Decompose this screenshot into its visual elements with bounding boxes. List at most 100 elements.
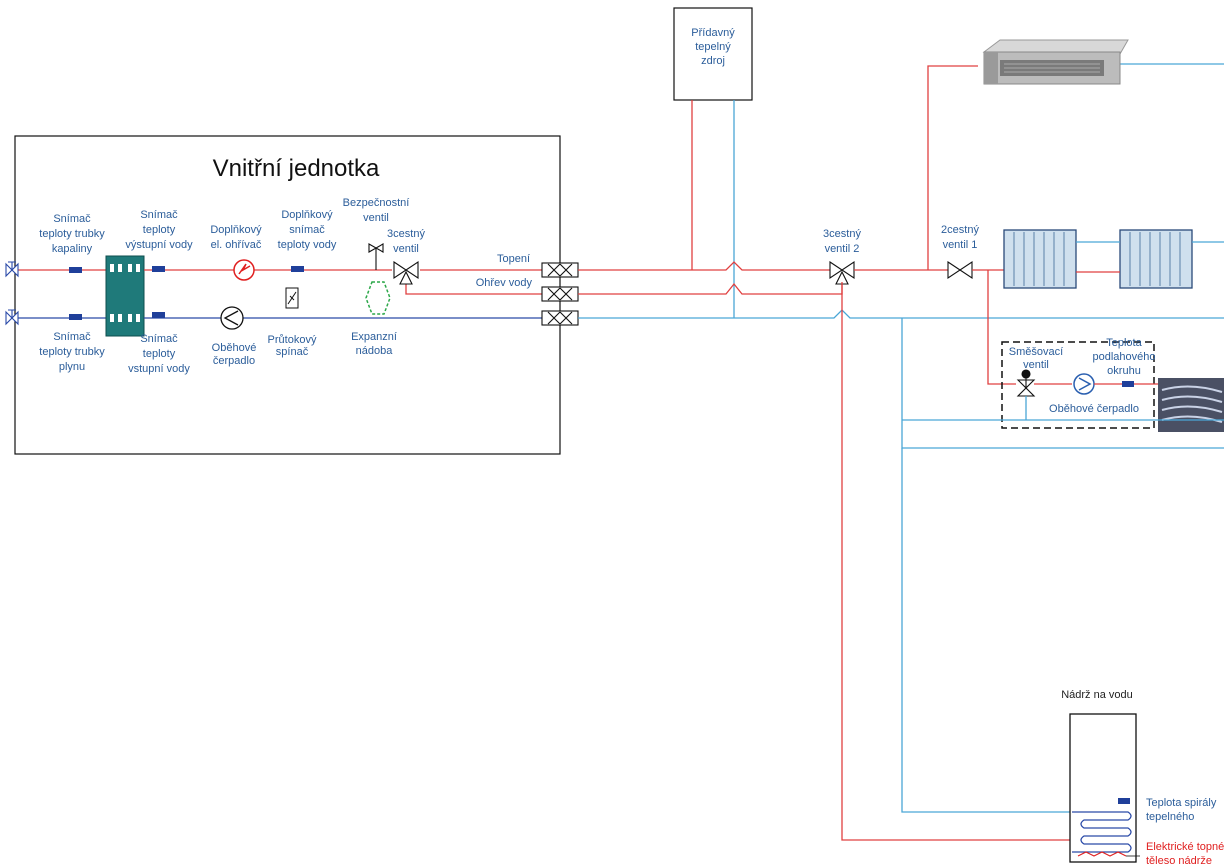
label-tank-heater: Elektrické topné těleso nádrže <box>1146 841 1224 864</box>
svg-text:Směšovací: Směšovací <box>1009 346 1063 358</box>
svg-text:Průtokový: Průtokový <box>268 334 317 346</box>
svg-text:snímač: snímač <box>289 224 325 236</box>
label-3way-valve: 3cestný ventil <box>387 228 425 255</box>
label-flow-switch: Průtokový spínač <box>268 334 317 358</box>
two-way-valve-1-icon <box>947 260 973 280</box>
svg-text:3cestný: 3cestný <box>387 228 425 240</box>
svg-text:teploty vody: teploty vody <box>278 239 337 251</box>
label-liquid-sensor: Snímač teploty trubky kapaliny <box>39 213 105 255</box>
label-floor-temp: Teplota podlahového okruhu <box>1092 337 1155 377</box>
expansion-vessel-icon <box>365 281 391 315</box>
tank-return-line <box>901 448 1072 813</box>
fancoil-supply-line <box>927 65 978 270</box>
hot-water-main-line <box>578 282 843 295</box>
hot-water-port-icon <box>541 286 579 302</box>
tank-coil-icon <box>1072 811 1132 853</box>
three-way-valve-icon <box>393 260 419 285</box>
label-aux-heater: Doplňkový el. ohřívač <box>210 224 262 251</box>
svg-text:ventil: ventil <box>393 243 419 255</box>
svg-text:tepelný: tepelný <box>695 41 731 53</box>
circulation-pump-icon <box>220 306 244 330</box>
svg-text:teploty trubky: teploty trubky <box>39 228 105 240</box>
svg-text:kapaliny: kapaliny <box>52 243 93 255</box>
mixing-group-box <box>1001 341 1155 429</box>
svg-text:teploty: teploty <box>143 224 176 236</box>
svg-text:Snímač: Snímač <box>140 333 178 345</box>
svg-text:podlahového: podlahového <box>1092 351 1155 363</box>
svg-text:Expanzní: Expanzní <box>351 331 397 343</box>
label-2way-valve-1: 2cestný ventil 1 <box>941 224 979 251</box>
tank-supply-line <box>841 282 1070 841</box>
water-tank <box>1069 713 1137 863</box>
aux-water-sensor-icon <box>291 266 304 272</box>
svg-text:Doplňkový: Doplňkový <box>281 209 333 221</box>
coil-temp-sensor-icon <box>1118 798 1130 804</box>
svg-text:3cestný: 3cestný <box>823 228 861 240</box>
svg-text:zdroj: zdroj <box>701 55 725 67</box>
svg-text:výstupní vody: výstupní vody <box>125 239 193 251</box>
indoor-unit-title: Vnitřní jednotka <box>213 155 380 182</box>
hot-water-outlet-line <box>405 280 542 295</box>
svg-text:Elektrické topné: Elektrické topné <box>1146 841 1224 853</box>
svg-text:Snímač: Snímač <box>140 209 178 221</box>
svg-text:Bezpečnostní: Bezpečnostní <box>343 197 410 209</box>
svg-text:Teplota spirály: Teplota spirály <box>1146 797 1217 809</box>
svg-text:spínač: spínač <box>276 346 309 358</box>
svg-text:el. ohřívač: el. ohřívač <box>211 239 262 251</box>
gas-service-valve-icon <box>5 309 19 326</box>
svg-text:2cestný: 2cestný <box>941 224 979 236</box>
svg-text:Teplota: Teplota <box>1106 337 1142 349</box>
svg-text:Doplňkový: Doplňkový <box>210 224 262 236</box>
svg-text:Oběhové: Oběhové <box>212 342 257 354</box>
svg-text:Přídavný: Přídavný <box>691 27 735 39</box>
label-inlet-sensor: Snímač teploty vstupní vody <box>128 333 190 375</box>
aux-heat-source-box <box>673 7 753 101</box>
label-safety-valve: Bezpečnostní ventil <box>343 197 410 224</box>
svg-text:tepelného: tepelného <box>1146 811 1194 823</box>
svg-text:teploty: teploty <box>143 348 176 360</box>
mixing-valve-icon <box>1016 369 1036 397</box>
gas-sensor-icon <box>69 314 82 320</box>
svg-text:ventil 1: ventil 1 <box>943 239 978 251</box>
tank-heater-icon <box>1077 851 1127 857</box>
svg-text:teploty trubky: teploty trubky <box>39 346 105 358</box>
label-gas-sensor: Snímač teploty trubky plynu <box>39 331 105 373</box>
svg-text:čerpadlo: čerpadlo <box>213 355 255 367</box>
svg-text:Snímač: Snímač <box>53 213 91 225</box>
mixing-supply-line <box>987 270 1016 385</box>
liquid-service-valve-icon <box>5 261 19 278</box>
label-expansion: Expanzní nádoba <box>351 331 397 357</box>
radiator-2-icon <box>1119 229 1193 289</box>
tank-title: Nádrž na vodu <box>1061 689 1133 701</box>
label-aux-sensor: Doplňkový snímač teploty vody <box>278 209 337 251</box>
svg-text:plynu: plynu <box>59 361 85 373</box>
aux-heater-icon <box>233 259 255 281</box>
label-aux-source: Přídavný tepelný zdroj <box>691 27 735 67</box>
svg-text:nádoba: nádoba <box>356 345 394 357</box>
heating-main-line <box>578 261 830 271</box>
liquid-sensor-icon <box>69 267 82 273</box>
svg-text:ventil 2: ventil 2 <box>825 243 860 255</box>
floor-pump-icon <box>1073 373 1095 395</box>
outlet-sensor-icon <box>152 266 165 272</box>
label-3way-valve-2: 3cestný ventil 2 <box>823 228 861 255</box>
label-coil-temp: Teplota spirály tepelného <box>1146 797 1217 823</box>
svg-text:okruhu: okruhu <box>1107 365 1141 377</box>
label-heating: Topení <box>497 253 530 265</box>
three-way-valve-2-icon <box>829 260 855 285</box>
flow-switch-icon <box>285 287 299 309</box>
svg-text:těleso nádrže: těleso nádrže <box>1146 855 1212 864</box>
svg-text:ventil: ventil <box>1023 359 1049 371</box>
label-pump: Oběhové čerpadlo <box>212 342 257 367</box>
label-floor-pump: Oběhové čerpadlo <box>1049 403 1139 415</box>
return-port-icon <box>541 310 579 326</box>
inlet-sensor-icon <box>152 312 165 318</box>
svg-text:vstupní vody: vstupní vody <box>128 363 190 375</box>
floor-temp-sensor-icon <box>1122 381 1134 387</box>
label-hot-water: Ohřev vody <box>476 277 533 289</box>
svg-text:ventil: ventil <box>363 212 389 224</box>
radiator-1-icon <box>1003 229 1077 289</box>
fan-coil-unit-icon <box>982 39 1129 85</box>
safety-valve-icon <box>368 243 384 270</box>
